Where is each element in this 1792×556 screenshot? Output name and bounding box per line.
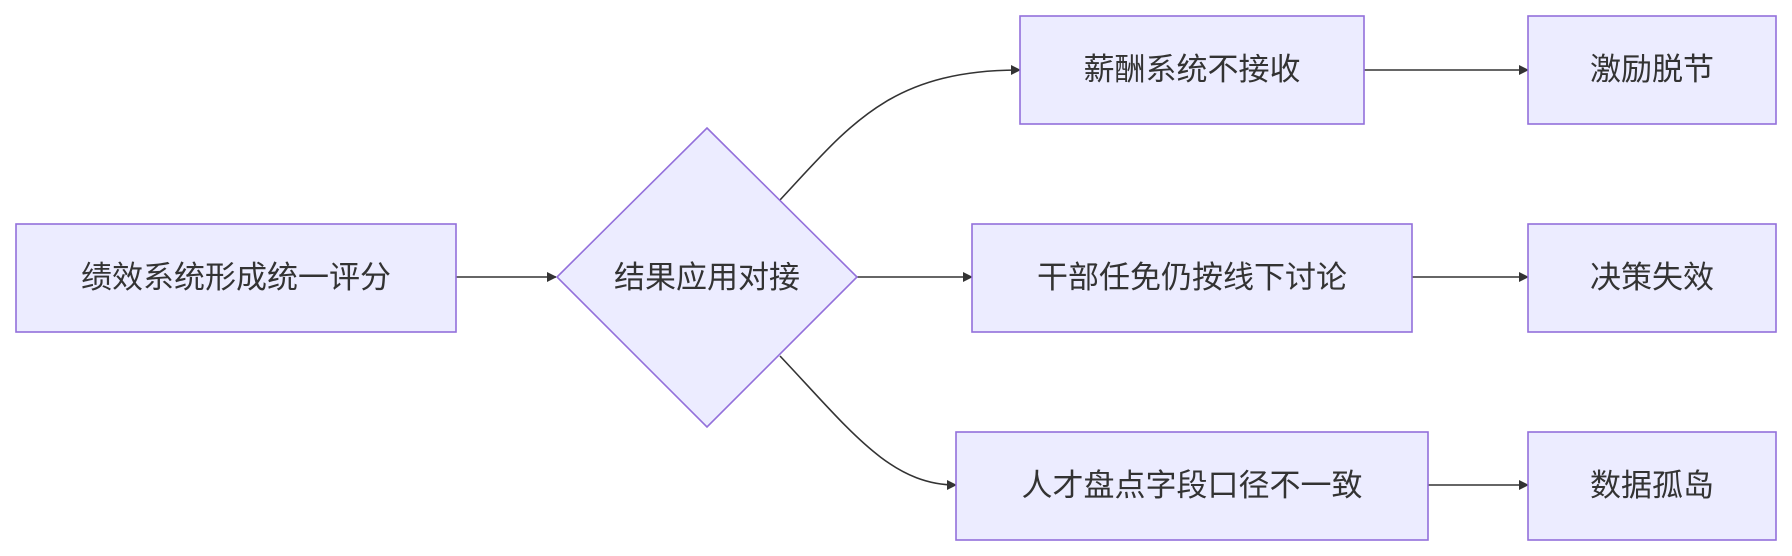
node-talent: 人才盘点字段口径不一致: [955, 431, 1429, 541]
node-policy: 决策失效: [1527, 223, 1777, 333]
node-cadre-label: 干部任免仍按线下讨论: [1037, 260, 1347, 296]
node-cadre: 干部任免仍按线下讨论: [971, 223, 1413, 333]
node-silo-label: 数据孤岛: [1590, 468, 1714, 504]
node-decision: 结果应用对接: [555, 126, 859, 429]
node-talent-label: 人才盘点字段口径不一致: [1022, 468, 1363, 504]
node-salary: 薪酬系统不接收: [1019, 15, 1365, 125]
edge-decision-to-salary: [779, 65, 1021, 201]
node-incentive: 激励脱节: [1527, 15, 1777, 125]
node-start: 绩效系统形成统一评分: [15, 223, 457, 333]
node-start-label: 绩效系统形成统一评分: [81, 260, 391, 296]
node-silo: 数据孤岛: [1527, 431, 1777, 541]
node-salary-label: 薪酬系统不接收: [1084, 52, 1301, 88]
edge-decision-to-talent: [779, 355, 957, 490]
node-policy-label: 决策失效: [1590, 260, 1714, 296]
node-decision-label: 结果应用对接: [614, 260, 800, 296]
node-incentive-label: 激励脱节: [1590, 52, 1714, 88]
